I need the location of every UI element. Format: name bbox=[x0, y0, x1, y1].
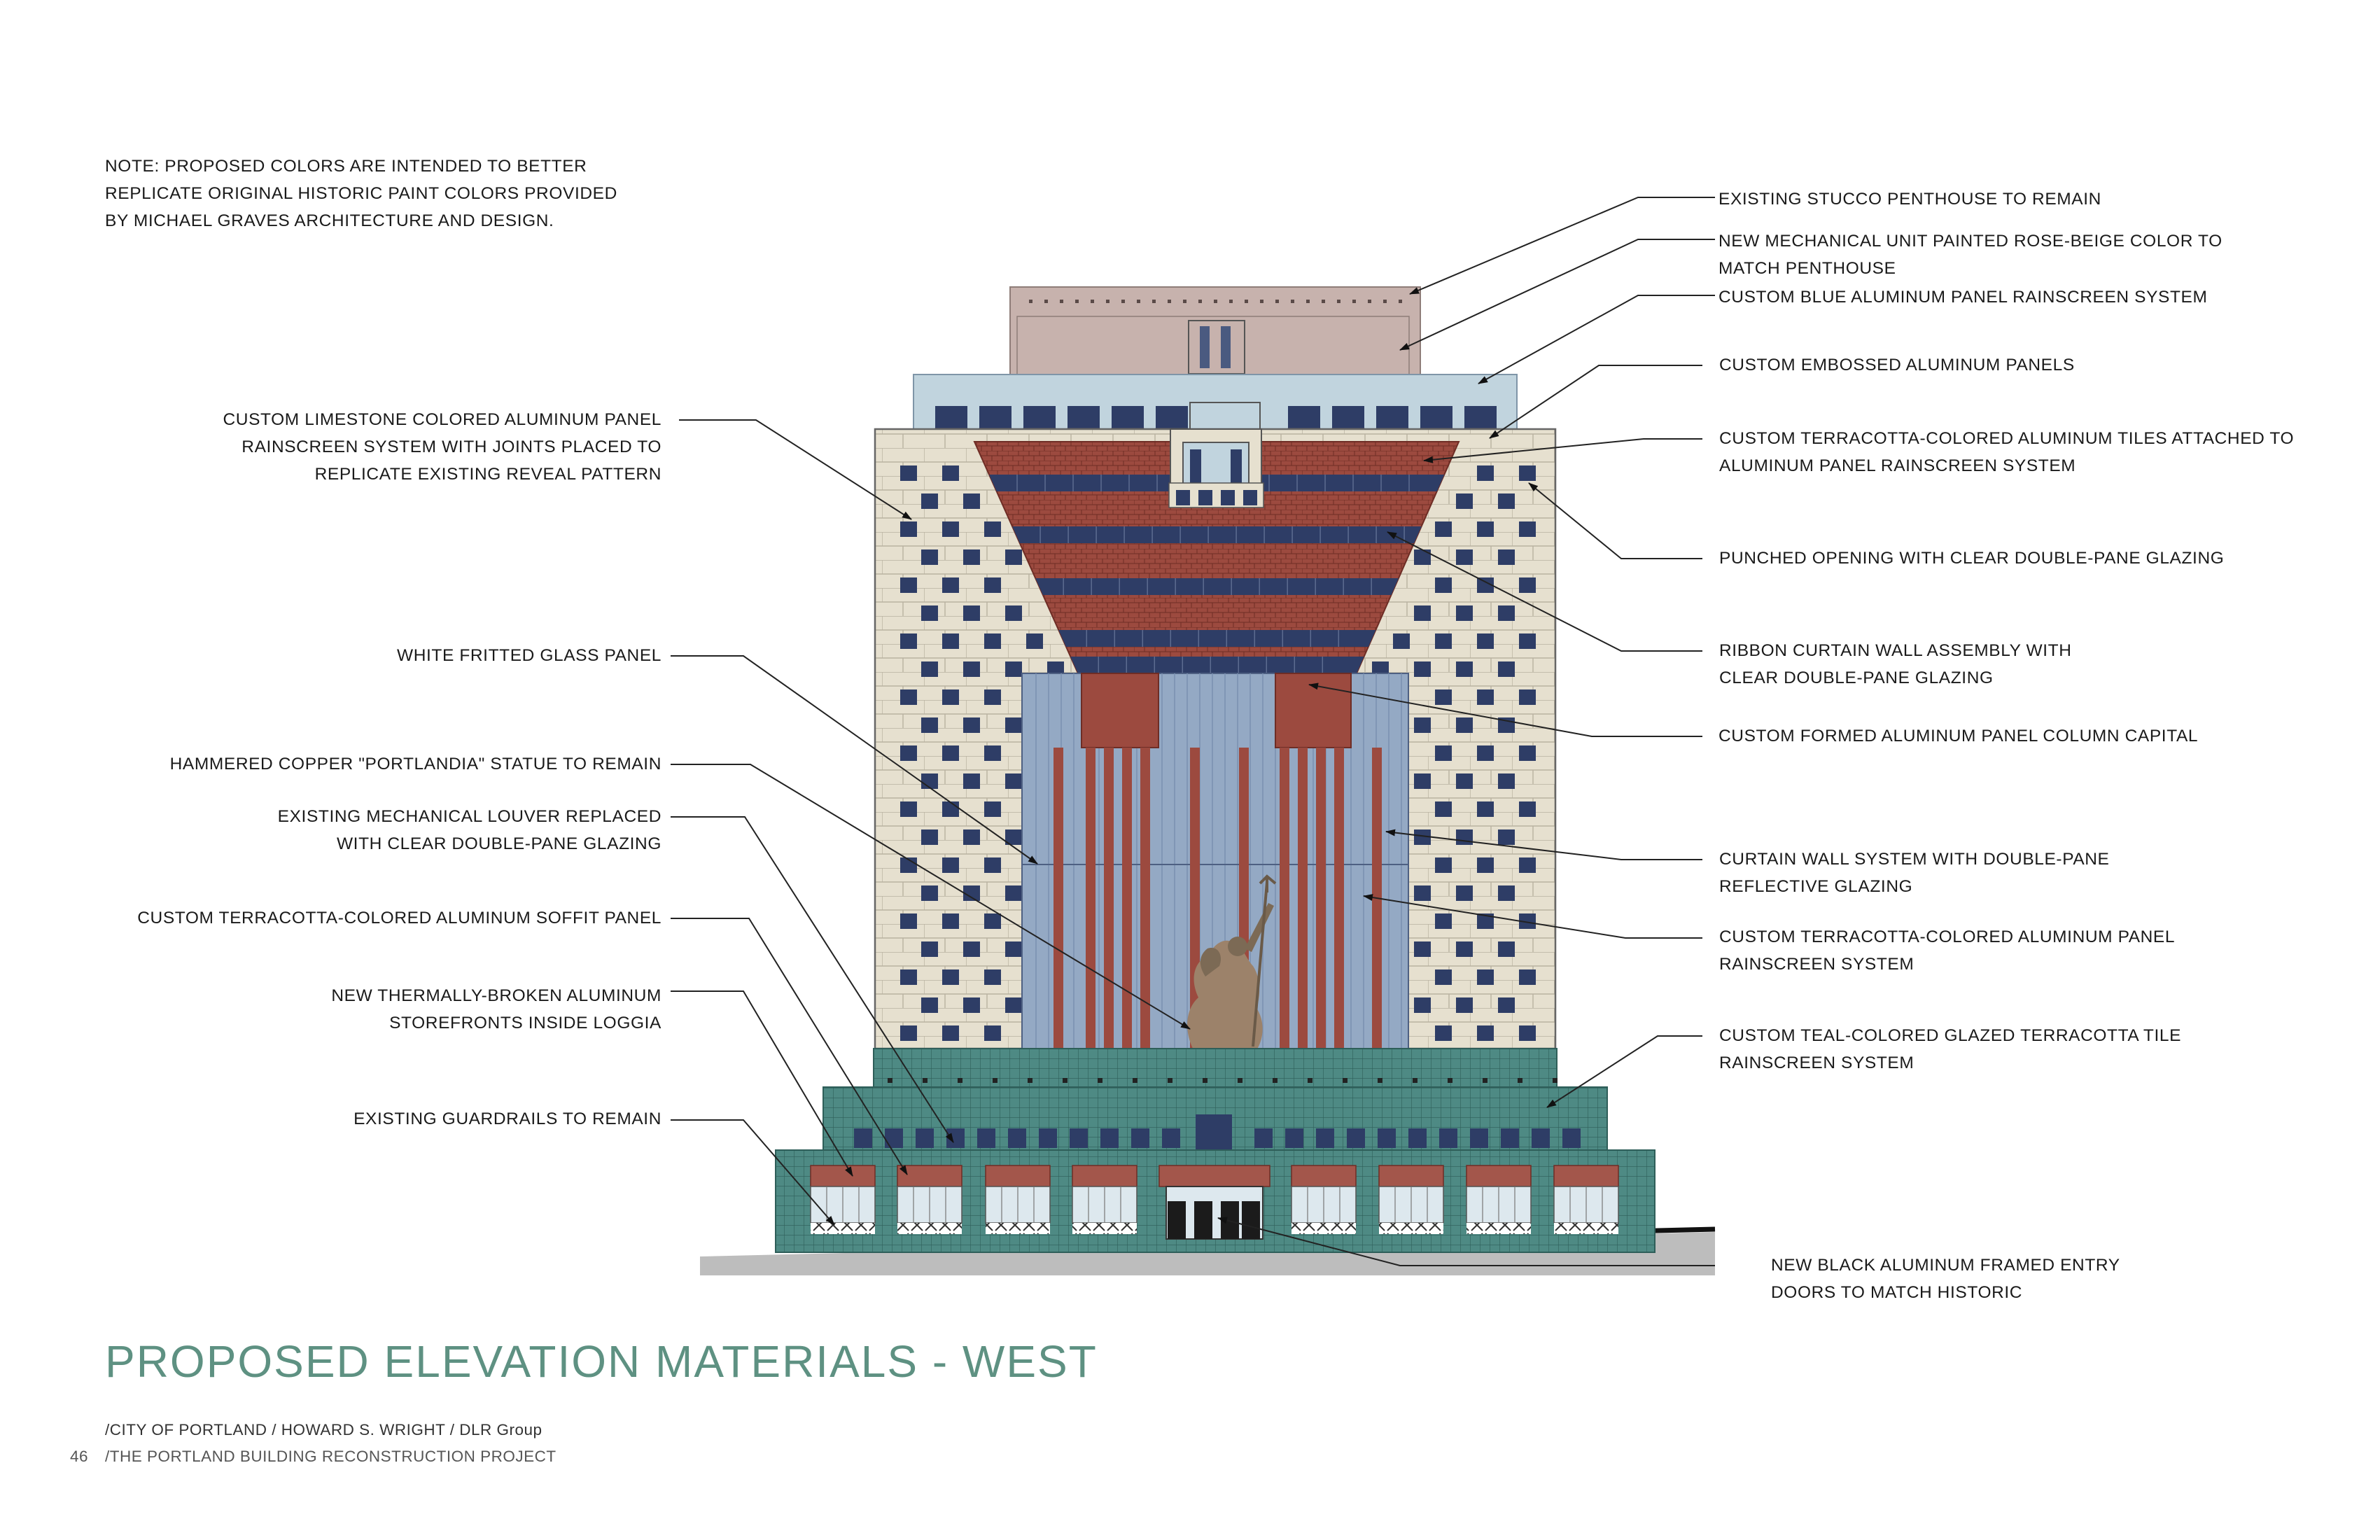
note-line: BY MICHAEL GRAVES ARCHITECTURE AND DESIG… bbox=[105, 211, 554, 230]
penthouse-vent-dots bbox=[1029, 300, 1402, 303]
teal-terracotta-base-upper bbox=[873, 1048, 1558, 1088]
page-title: PROPOSED ELEVATION MATERIALS - WEST bbox=[105, 1336, 1098, 1387]
leader-lines bbox=[671, 197, 1715, 1266]
footer-credits: /CITY OF PORTLAND / HOWARD S. WRIGHT / D… bbox=[105, 1421, 542, 1438]
design-note: NOTE: PROPOSED COLORS ARE INTENDED TO BE… bbox=[105, 153, 617, 234]
label-column-capital: CUSTOM FORMED ALUMINUM PANEL COLUMN CAPI… bbox=[1718, 727, 2199, 746]
label-mechanical-unit: NEW MECHANICAL UNIT PAINTED ROSE-BEIGE C… bbox=[1718, 232, 2222, 278]
note-line: REPLICATE ORIGINAL HISTORIC PAINT COLORS… bbox=[105, 184, 617, 203]
portlandia-statue bbox=[1187, 874, 1277, 1050]
feature-windows bbox=[1176, 490, 1257, 505]
label-portlandia-statue: HAMMERED COPPER "PORTLANDIA" STATUE TO R… bbox=[169, 755, 662, 774]
base-details bbox=[854, 1078, 1581, 1149]
label-soffit-panel: CUSTOM TERRACOTTA-COLORED ALUMINUM SOFFI… bbox=[137, 909, 662, 927]
footer-project: /THE PORTLAND BUILDING RECONSTRUCTION PR… bbox=[105, 1448, 556, 1465]
label-guardrails: EXISTING GUARDRAILS TO REMAIN bbox=[354, 1110, 662, 1128]
loggia-storefronts bbox=[810, 1165, 1619, 1240]
note-line: NOTE: PROPOSED COLORS ARE INTENDED TO BE… bbox=[105, 157, 587, 176]
label-terracotta-tiles: CUSTOM TERRACOTTA-COLORED ALUMINUM TILES… bbox=[1719, 429, 2295, 475]
page-number: 46 bbox=[70, 1448, 89, 1465]
label-terracotta-panel: CUSTOM TERRACOTTA-COLORED ALUMINUM PANEL… bbox=[1719, 927, 2176, 974]
label-blue-panel: CUSTOM BLUE ALUMINUM PANEL RAINSCREEN SY… bbox=[1718, 288, 2208, 307]
label-embossed-panels: CUSTOM EMBOSSED ALUMINUM PANELS bbox=[1719, 356, 2075, 374]
label-stucco-penthouse: EXISTING STUCCO PENTHOUSE TO REMAIN bbox=[1718, 190, 2101, 209]
curtain-wall-system bbox=[1021, 673, 1409, 1049]
label-teal-terracotta: CUSTOM TEAL-COLORED GLAZED TERRACOTTA TI… bbox=[1719, 1026, 2182, 1072]
building-elevation bbox=[700, 286, 1716, 1275]
mechanical-unit bbox=[1016, 316, 1410, 375]
label-punched-opening: PUNCHED OPENING WITH CLEAR DOUBLE-PANE G… bbox=[1719, 549, 2225, 568]
label-white-fritted-glass: WHITE FRITTED GLASS PANEL bbox=[396, 646, 662, 665]
